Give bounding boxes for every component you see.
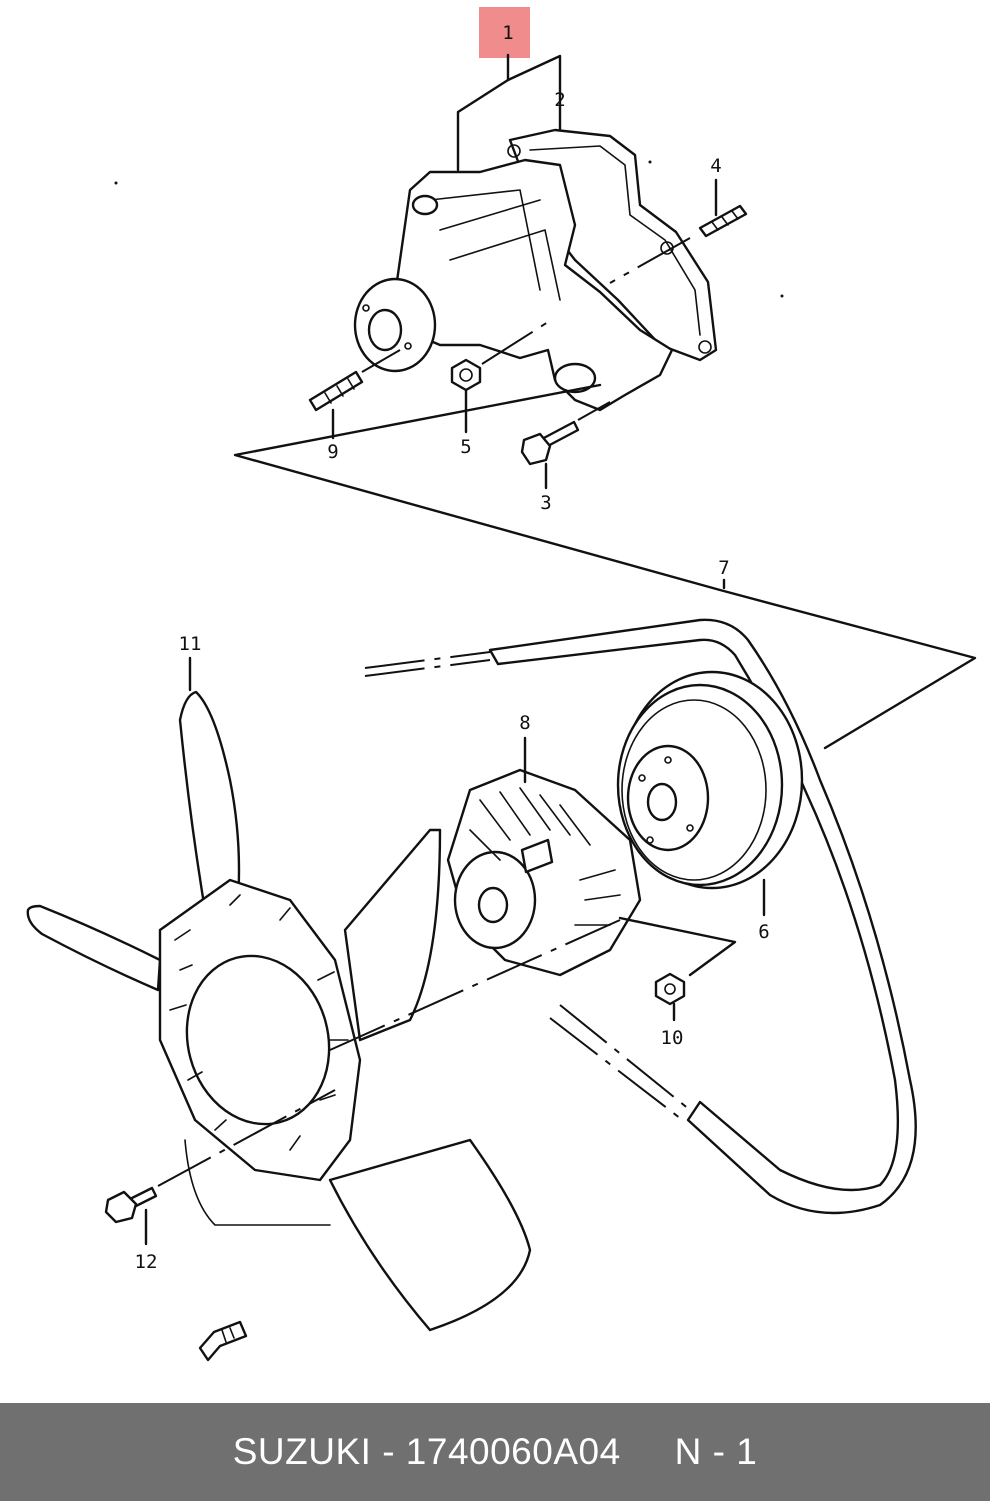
fan-11[interactable] <box>26 656 532 1332</box>
v-belt-7[interactable] <box>364 618 917 1215</box>
water-pump-assembly <box>353 128 718 412</box>
part-info-footer: SUZUKI - 1740060A04 N - 1 <box>0 1403 990 1501</box>
pulley-6[interactable] <box>616 670 804 917</box>
callout-3[interactable]: 3 <box>540 492 551 514</box>
front-arrow-icon <box>198 1320 248 1362</box>
nut-10[interactable] <box>654 972 686 1022</box>
callout-5[interactable]: 5 <box>460 436 471 458</box>
fan-clutch-8[interactable] <box>446 736 642 977</box>
part-number: 1740060A04 <box>405 1431 621 1472</box>
callout-8[interactable]: 8 <box>519 712 530 734</box>
bolt-12[interactable] <box>104 1186 158 1246</box>
bolt-3[interactable] <box>520 420 580 490</box>
brand-name: SUZUKI <box>232 1431 372 1472</box>
position-code: N - 1 <box>674 1431 758 1472</box>
callout-1-highlight[interactable] <box>479 7 530 58</box>
callout-4[interactable]: 4 <box>710 155 721 177</box>
callout-9[interactable]: 9 <box>327 441 338 463</box>
callout-11[interactable]: 11 <box>179 633 202 655</box>
callout-1[interactable]: 1 <box>502 22 513 44</box>
callout-2[interactable]: 2 <box>554 89 565 111</box>
stud-9[interactable] <box>308 370 364 440</box>
exploded-parts-diagram: 1 2 4 9 5 3 7 11 8 6 10 12 <box>26 7 977 1362</box>
separator: - <box>382 1431 396 1472</box>
callout-10[interactable]: 10 <box>661 1027 684 1049</box>
nut-5[interactable] <box>450 358 482 434</box>
callout-7[interactable]: 7 <box>718 557 729 579</box>
callout-12[interactable]: 12 <box>135 1251 158 1273</box>
stud-4[interactable] <box>698 178 748 238</box>
footer-text: SUZUKI - 1740060A04 N - 1 <box>233 1431 758 1473</box>
callout-6[interactable]: 6 <box>758 921 769 943</box>
